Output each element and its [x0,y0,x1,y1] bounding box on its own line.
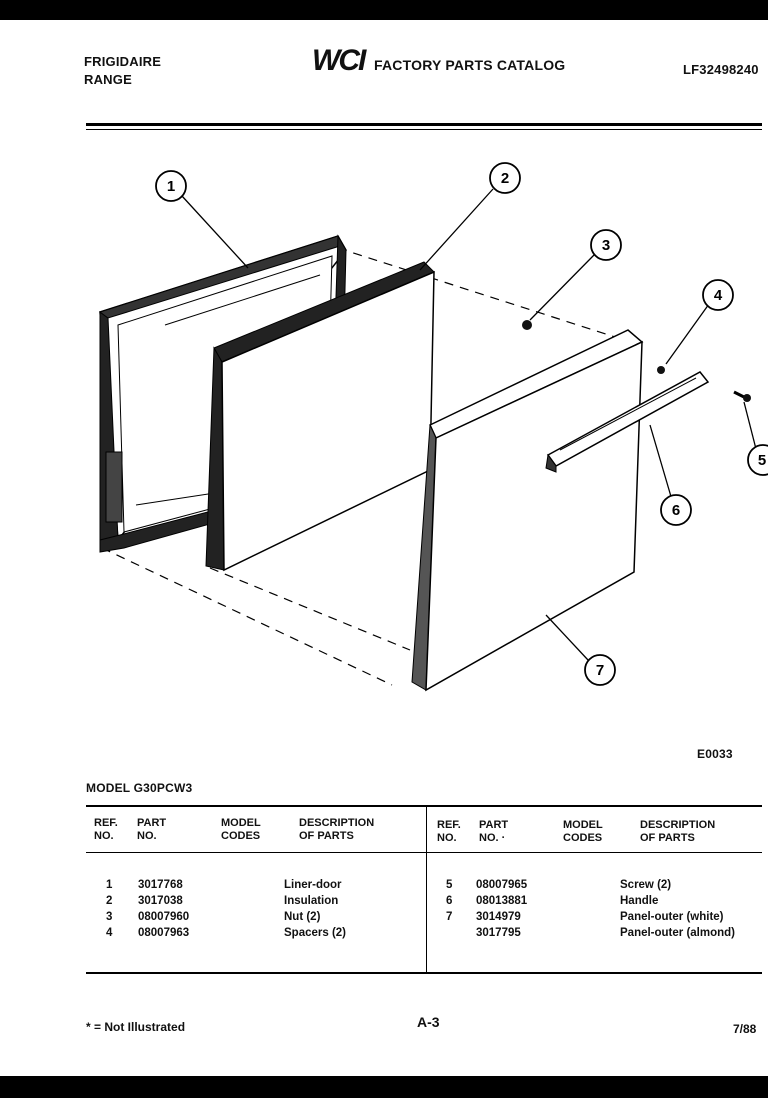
callout-circles [155,162,768,686]
table-cell-part: 3017768 [138,879,183,891]
catalog-number: LF32498240 [683,62,759,77]
part-nut [522,320,532,330]
table-cell-ref: 1 [106,879,113,891]
callout-2: 2 [501,170,509,187]
part-handle [545,371,710,473]
table-cell-part: 3014979 [476,911,521,923]
oven-door-exploded-diagram: 1 2 3 4 5 6 7 [98,162,768,692]
table-header-rule [86,852,762,853]
part-screw [733,390,751,402]
table-cell-ref: 5 [446,879,453,891]
table-cell-part: 3017795 [476,927,521,939]
header-rule-thin [86,129,762,130]
table-cell-desc: Liner-door [284,879,342,891]
table-cell-ref: 2 [106,895,113,907]
callout-7: 7 [596,662,604,679]
table-cell-ref: 6 [446,895,453,907]
brand-line2: RANGE [84,72,132,87]
callout-6: 6 [672,502,680,519]
table-bottom-rule [86,972,762,974]
page-number: A-3 [417,1014,440,1030]
callout-5: 5 [758,452,766,469]
table-cell-desc: Screw (2) [620,879,672,891]
scan-top-border [0,0,768,20]
part-insulation [205,261,435,572]
table-cell-desc: Handle [620,895,659,907]
header-ref-left: REF.NO. [94,817,118,842]
table-cell-desc: Panel-outer (white) [620,911,724,923]
table-cell-part: 08013881 [476,895,528,907]
leader-lines [181,188,757,661]
header-rule-thick [86,123,762,126]
table-cell-desc: Panel-outer (almond) [620,927,736,939]
catalog-date: 7/88 [733,1022,757,1036]
table-cell-ref: 4 [106,927,113,939]
diagram-code: E0033 [697,747,733,761]
table-cell-ref: 3 [106,911,113,923]
header-ref-right: REF.NO. [437,819,461,844]
table-top-rule [86,805,762,807]
table-cell-desc: Nut (2) [284,911,321,923]
table-column-divider [426,805,427,973]
table-cell-desc: Insulation [284,895,339,907]
table-cell-desc: Spacers (2) [284,927,347,939]
table-cell-part: 08007960 [138,911,190,923]
part-spacer [657,366,665,374]
callout-3: 3 [602,237,610,254]
catalog-title: FACTORY PARTS CATALOG [374,57,566,73]
table-cell-part: 08007963 [138,927,190,939]
part-panel-outer [411,329,644,692]
callout-4: 4 [714,287,723,304]
not-illustrated-note: * = Not Illustrated [86,1020,186,1034]
table-cell-part: 08007965 [476,879,528,891]
scan-bottom-border [0,1076,768,1098]
brand-line1: FRIGIDAIRE [84,54,162,69]
table-cell-part: 3017038 [138,895,183,907]
table-cell-ref: 7 [446,911,453,923]
model-label: MODEL G30PCW3 [86,781,193,795]
wci-logo: WCI [312,44,366,77]
callout-1: 1 [167,178,175,195]
